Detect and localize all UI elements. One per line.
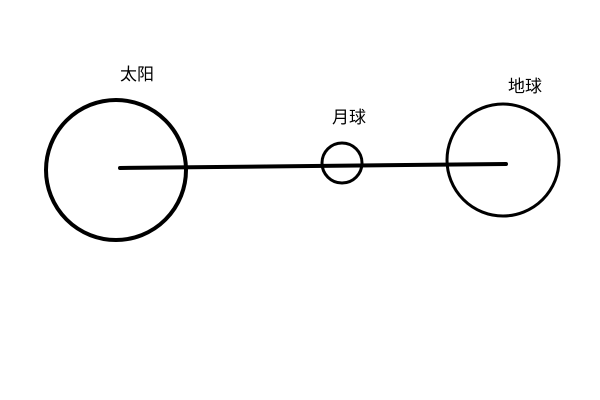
moon-label: 月球	[332, 108, 366, 128]
sun-circle	[44, 98, 188, 242]
earth-node: 地球	[445, 77, 561, 218]
moon-circle	[320, 141, 364, 185]
sun-label: 太阳	[120, 65, 154, 85]
sun-node: 太阳	[44, 65, 188, 242]
earth-circle	[445, 102, 561, 218]
moon-node: 月球	[320, 108, 366, 185]
earth-label: 地球	[508, 77, 542, 97]
sun-earth-connector-line	[118, 162, 508, 170]
